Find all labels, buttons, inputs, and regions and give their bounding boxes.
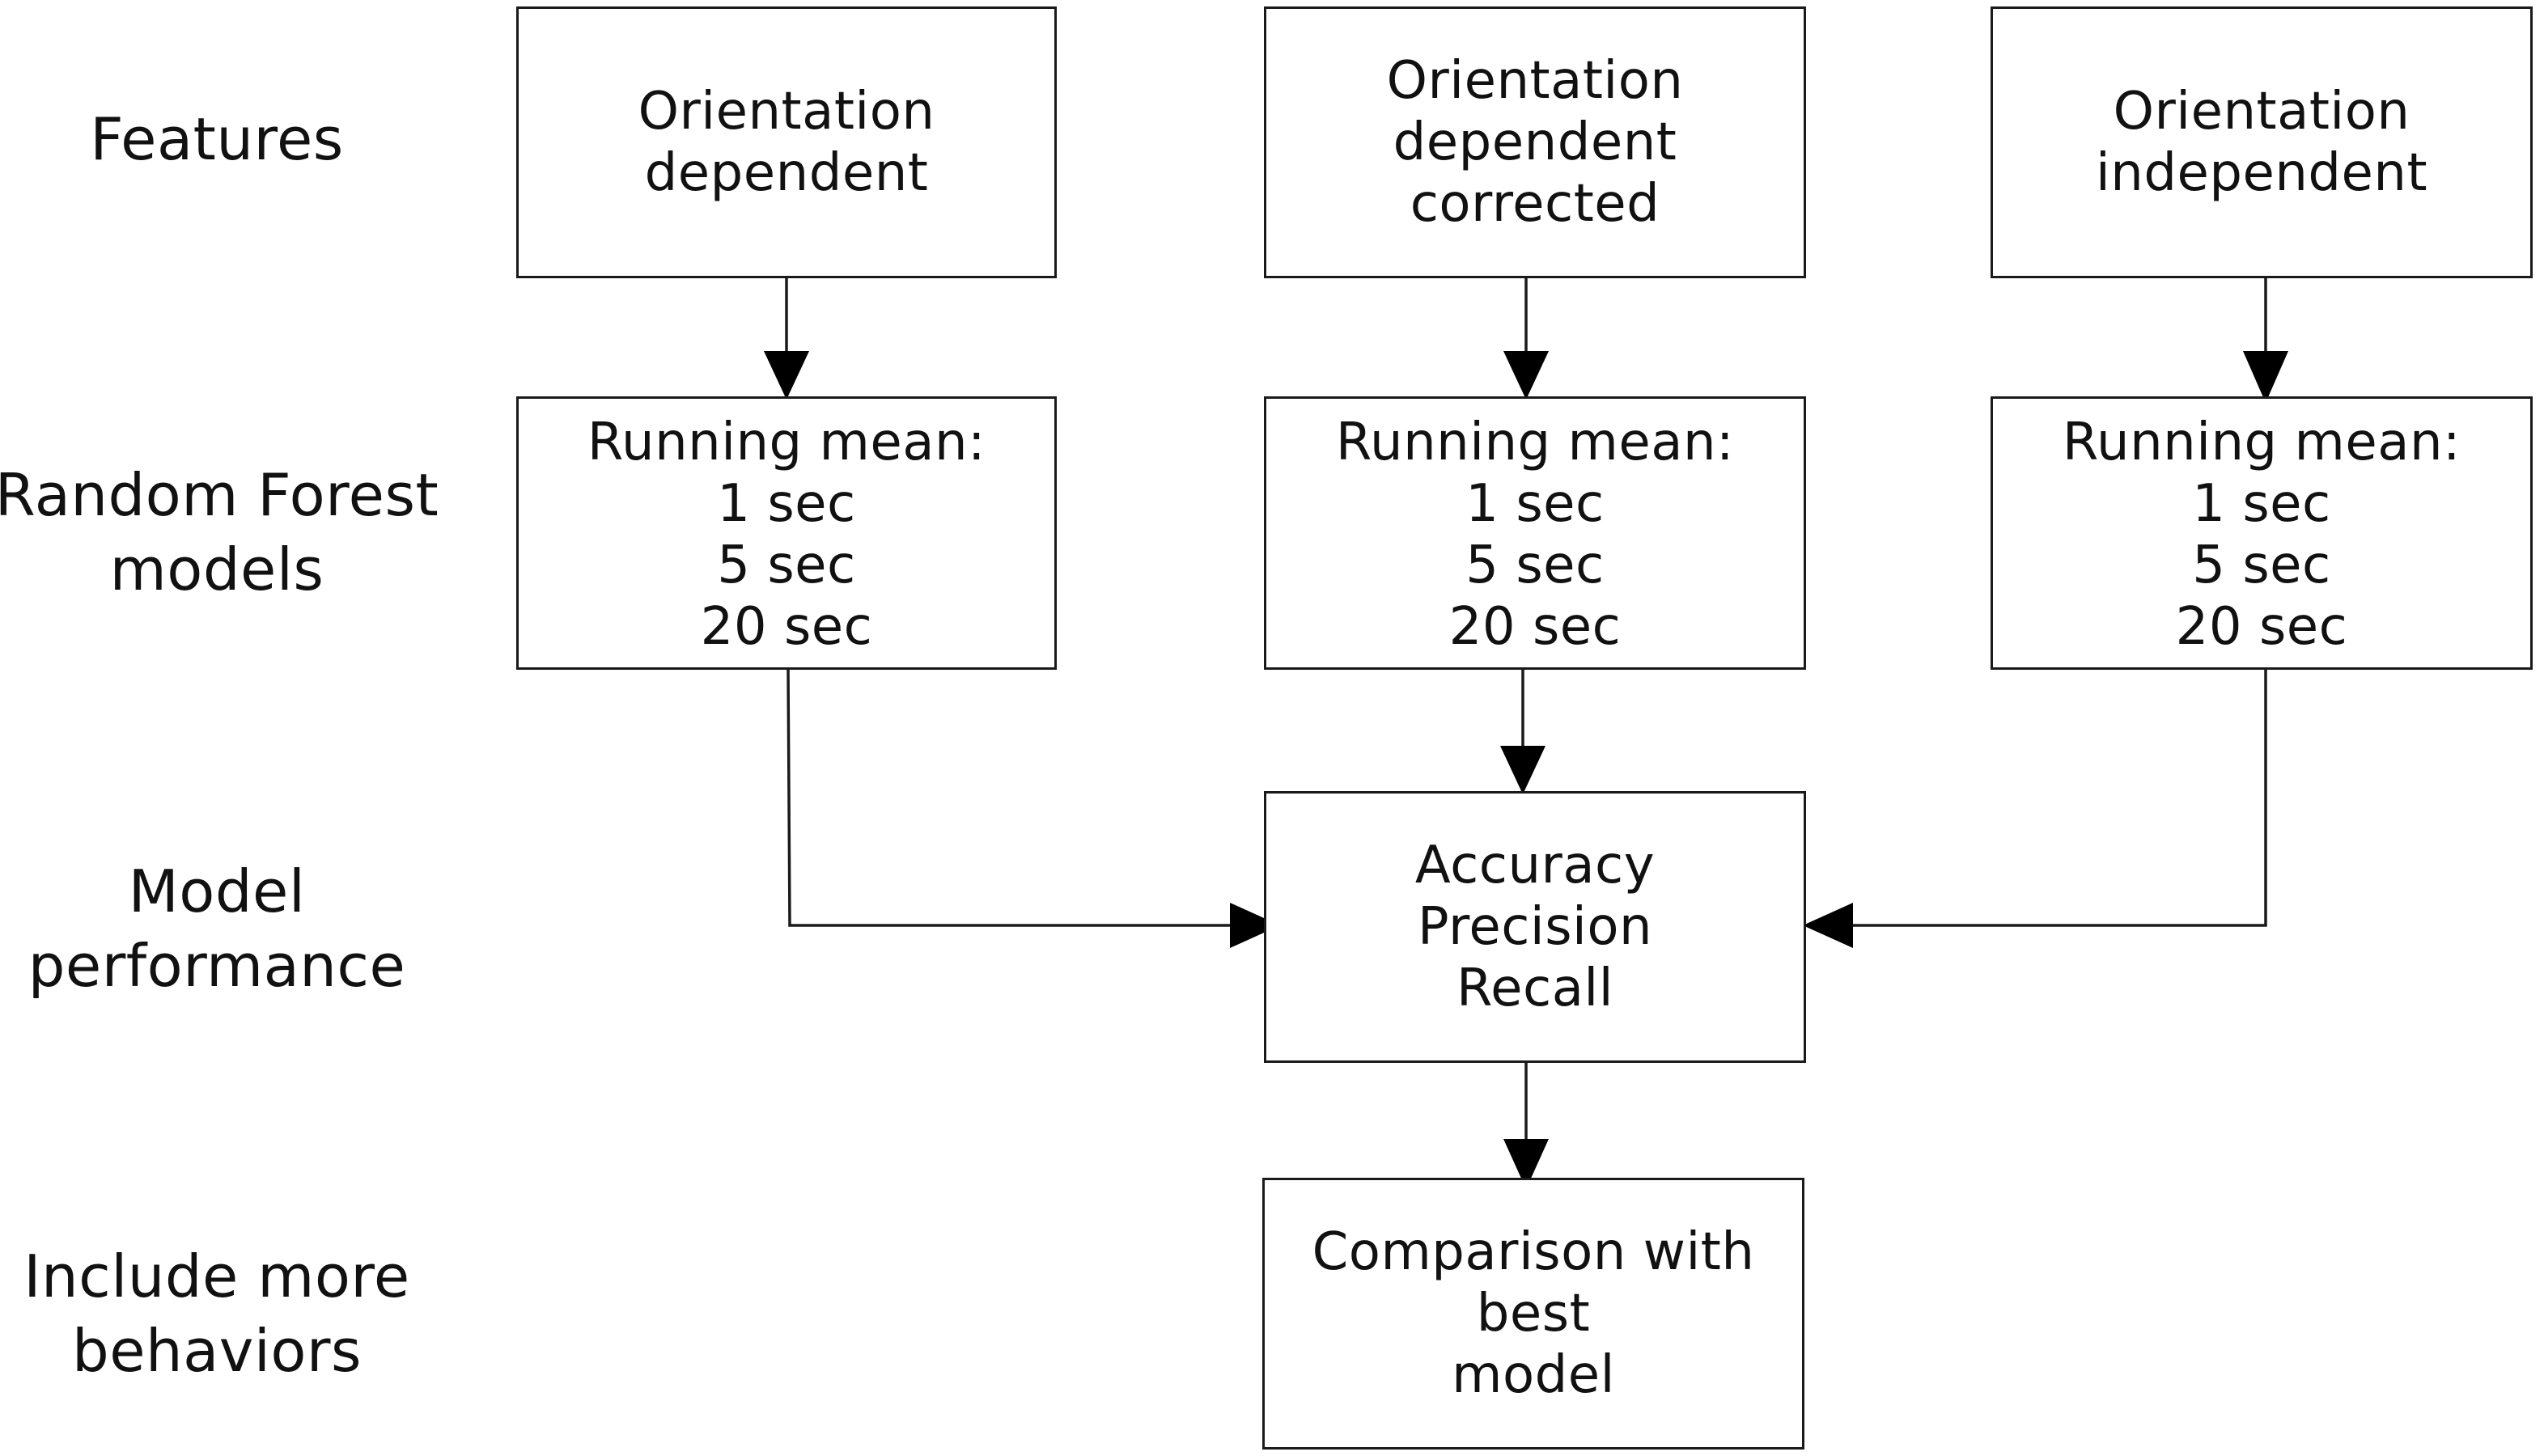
row-label-features: Features [90, 105, 344, 173]
feature-box-orientation-dependent: Orientation dependent [516, 6, 1057, 278]
feature-box-orientation-dependent-corrected: Orientation dependent corrected [1264, 6, 1806, 278]
arrowhead-down-icon [1503, 1139, 1549, 1189]
model-box-orientation-dependent: Running mean: 1 sec 5 sec 20 sec [516, 396, 1057, 670]
row-label-include-more-behaviors: Include more behaviors [23, 1242, 410, 1385]
connector-dependent-model-to-performance [787, 667, 1243, 927]
comparison-box: Comparison with best model [1262, 1178, 1804, 1450]
comparison-label: Comparison with best model [1312, 1222, 1755, 1405]
arrowhead-right-icon [1230, 903, 1280, 948]
row-label-model-performance: Model performance [28, 857, 406, 1000]
model-box-orientation-independent: Running mean: 1 sec 5 sec 20 sec [1991, 396, 2533, 670]
feature-label: Orientation dependent [638, 82, 935, 203]
arrowhead-down-icon [764, 351, 809, 400]
arrowhead-down-icon [2243, 351, 2288, 403]
performance-box: Accuracy Precision Recall [1264, 791, 1806, 1063]
arrowhead-down-icon [1503, 351, 1549, 400]
model-label: Running mean: 1 sec 5 sec 20 sec [2062, 413, 2461, 657]
arrowhead-left-icon [1803, 903, 1853, 948]
connector-independent-model-to-performance [1845, 668, 2267, 927]
row-label-random-forest: Random Forest models [0, 461, 439, 603]
feature-label: Orientation independent [2095, 82, 2428, 203]
arrowhead-down-icon [1500, 746, 1545, 794]
model-label: Running mean: 1 sec 5 sec 20 sec [1335, 413, 1735, 657]
performance-metrics: Accuracy Precision Recall [1414, 836, 1656, 1018]
model-label: Running mean: 1 sec 5 sec 20 sec [587, 413, 986, 657]
model-box-orientation-dependent-corrected: Running mean: 1 sec 5 sec 20 sec [1264, 396, 1806, 670]
feature-box-orientation-independent: Orientation independent [1991, 6, 2533, 278]
feature-label: Orientation dependent corrected [1386, 51, 1684, 234]
